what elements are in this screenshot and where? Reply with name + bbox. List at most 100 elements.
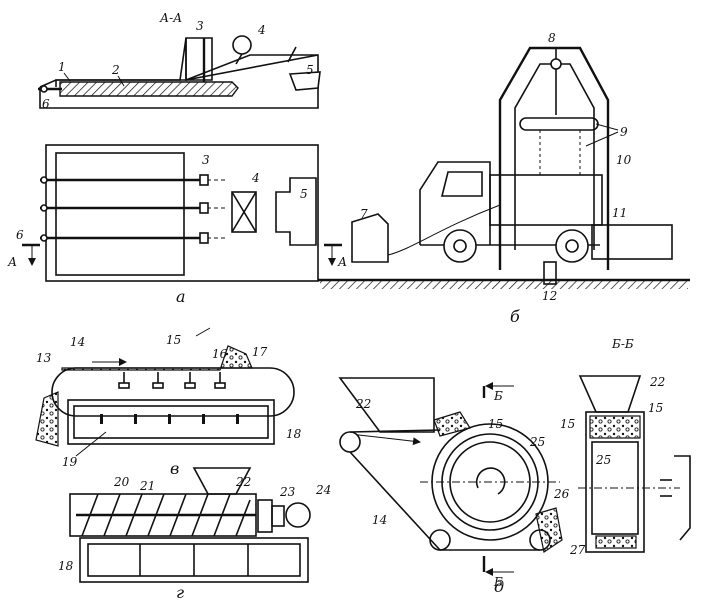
cut-label-b-top: Б [493, 389, 503, 403]
callout-12: 12 [542, 289, 557, 303]
callout-22-former: 22 [355, 397, 371, 411]
coupling-23 [257, 499, 273, 533]
caption-v: в [170, 459, 179, 478]
callout-4: 4 [257, 23, 266, 37]
callout-15: 15 [166, 333, 181, 347]
callout-5: 5 [306, 63, 314, 77]
hook-pulley [550, 58, 562, 70]
callout-19: 19 [62, 455, 78, 469]
panel-section-bb: Б-Б 22 15 15 25 [560, 337, 691, 553]
panel-b-gantry-truck: 8 9 10 11 7 12 б [318, 31, 690, 326]
callout-17: 17 [252, 345, 268, 359]
hopper-lever [287, 46, 297, 63]
leader-1 [63, 72, 71, 82]
support-12 [543, 261, 557, 285]
plan-rods [40, 174, 228, 244]
callout-2: 2 [111, 63, 120, 77]
callout-10: 10 [616, 153, 632, 167]
callout-11: 11 [612, 206, 627, 220]
slab-11 [591, 224, 673, 260]
panel-a-section-view: А-А 1 2 3 4 5 6 [38, 11, 321, 111]
callout-14-former: 14 [372, 513, 387, 527]
caption-a: а [176, 287, 186, 306]
ground-hatch [320, 281, 688, 289]
plan-mold [55, 152, 185, 276]
callout-16: 16 [212, 347, 228, 361]
callout-18-extruder: 18 [58, 559, 74, 573]
callout-25-bb: 25 [595, 453, 611, 467]
leader-2 [117, 75, 125, 87]
idler-roller-bottom [429, 529, 451, 551]
callout-4-plan: 4 [251, 171, 260, 185]
form-outline [39, 37, 319, 109]
truck-hub-rear [565, 239, 579, 253]
cut-label-a-right: А [337, 255, 347, 269]
callout-26: 26 [553, 487, 570, 501]
truck-wheel-rear [555, 229, 589, 263]
caption-b: б [510, 307, 520, 326]
callout-5-plan: 5 [300, 187, 308, 201]
callout-3: 3 [196, 19, 204, 33]
callout-27: 27 [569, 543, 586, 557]
reinforcement-bar [59, 81, 239, 97]
caption-d: д [494, 577, 504, 596]
callout-9: 9 [620, 125, 628, 139]
panel-d-roller-former: Б Б 22 15 25 14 26 27 д [338, 377, 586, 596]
control-cable [387, 204, 501, 256]
bb-housing [585, 411, 645, 553]
plan-hopper [275, 177, 317, 246]
bb-material-bottom [595, 535, 637, 549]
callout-21: 21 [139, 479, 155, 493]
leader-9a [595, 123, 619, 131]
callout-15-bb-right: 15 [648, 401, 663, 415]
gearbox [271, 505, 285, 527]
callout-25: 25 [529, 435, 545, 449]
gantry-frame [498, 46, 610, 270]
form-left-side [55, 38, 187, 87]
plan-cross-2 [231, 191, 257, 233]
discharge-pile [35, 391, 59, 447]
truck-window [440, 171, 483, 197]
machine-frame [67, 399, 275, 445]
rotation-arrow [475, 467, 506, 495]
callout-22-extruder: 22 [235, 475, 251, 489]
hopper-22 [338, 377, 435, 433]
tension-nut [40, 85, 48, 93]
feed-arrow [349, 433, 421, 446]
hopper-device [288, 71, 321, 91]
form-ramp [185, 54, 319, 81]
hopper-22-top [192, 467, 252, 495]
truck-platform [489, 174, 603, 226]
panel-v-conveyor: 13 14 15 16 17 18 19 в [35, 327, 302, 478]
motor-24 [285, 502, 311, 528]
drum-inner [449, 441, 531, 523]
callout-20: 20 [113, 475, 130, 489]
leader-9b [585, 131, 619, 147]
truck-wheel-front [443, 229, 477, 263]
section-title-bb: Б-Б [611, 337, 634, 351]
callout-15-former: 15 [488, 417, 503, 431]
vibrator-heads [118, 372, 226, 389]
material-layer [61, 345, 253, 371]
plan-outline [45, 144, 319, 282]
callout-6-plan: 6 [16, 228, 24, 242]
panel-a-plan-view: А А 3 4 5 6 а [7, 144, 347, 306]
lifting-beam [519, 117, 599, 131]
callout-23: 23 [279, 485, 296, 499]
callout-18: 18 [286, 427, 302, 441]
callout-22-bb: 22 [649, 375, 665, 389]
callout-14: 14 [70, 335, 85, 349]
output-mass [535, 507, 563, 553]
roller-arm [235, 53, 243, 65]
callout-7: 7 [360, 207, 368, 221]
belt-loop [51, 367, 295, 417]
gantry-inner [514, 63, 595, 250]
callout-3-plan: 3 [202, 153, 210, 167]
callout-15-bb-left: 15 [560, 417, 575, 431]
callout-24: 24 [315, 483, 331, 497]
mark-slash [195, 327, 211, 337]
section-title-aa: А-А [159, 11, 182, 25]
callout-6: 6 [42, 97, 50, 111]
cut-label-b-bottom: Б [493, 575, 503, 589]
